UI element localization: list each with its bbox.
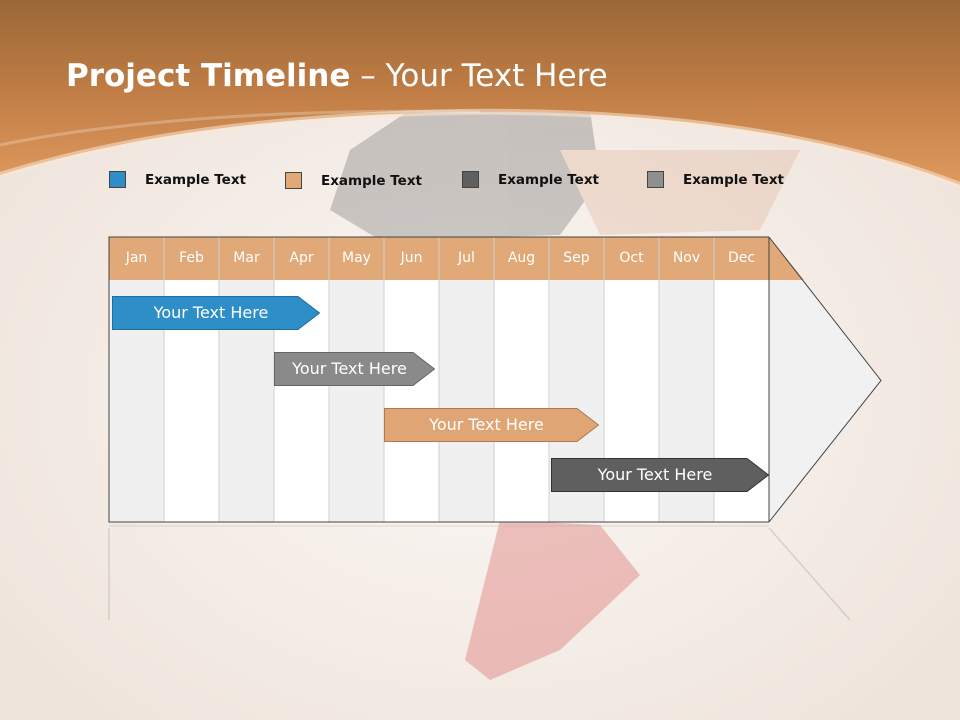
month-label-aug: Aug bbox=[507, 250, 536, 266]
timeline-bar: Your Text Here bbox=[274, 352, 435, 386]
month-column bbox=[494, 280, 549, 522]
month-column bbox=[329, 280, 384, 522]
bar-arrow-fill bbox=[274, 352, 435, 386]
slide-title: Project Timeline – Your Text Here bbox=[66, 58, 608, 95]
bar-arrow-shape bbox=[551, 458, 769, 492]
month-label-oct: Oct bbox=[619, 250, 644, 266]
timeline-bar: Your Text Here bbox=[551, 458, 769, 492]
legend-item: Example Text bbox=[109, 171, 246, 188]
month-column bbox=[439, 280, 494, 522]
legend-label: Example Text bbox=[683, 171, 784, 188]
reflection-line bbox=[768, 527, 851, 621]
legend-swatch-dark bbox=[462, 171, 479, 188]
bar-arrow-shape bbox=[384, 408, 599, 442]
timeline-bar: Your Text Here bbox=[384, 408, 599, 442]
month-column bbox=[384, 280, 439, 522]
month-label-sep: Sep bbox=[563, 250, 590, 266]
legend-swatch-tan bbox=[285, 172, 302, 189]
bar-label: Your Text Here bbox=[597, 465, 713, 484]
bar-arrow-shape bbox=[112, 296, 320, 330]
legend-label: Example Text bbox=[498, 171, 599, 188]
timeline-arrow-outline bbox=[768, 236, 882, 523]
legend-swatch-gray bbox=[647, 171, 664, 188]
bar-label: Your Text Here bbox=[153, 303, 269, 322]
month-label-jan: Jan bbox=[125, 250, 148, 266]
title-rest: – Your Text Here bbox=[350, 58, 608, 94]
bar-label: Your Text Here bbox=[292, 359, 407, 378]
month-label-dec: Dec bbox=[727, 250, 756, 266]
timeline-frame-outline bbox=[108, 236, 769, 523]
legend-label: Example Text bbox=[321, 172, 422, 189]
month-label-may: May bbox=[342, 250, 371, 266]
bar-arrow-shape bbox=[274, 352, 435, 386]
timeline-bar: Your Text Here bbox=[112, 296, 320, 330]
legend-swatch-blue bbox=[109, 171, 126, 188]
bar-arrow-fill bbox=[384, 408, 599, 442]
bar-arrow-fill bbox=[551, 458, 769, 492]
month-label-mar: Mar bbox=[233, 250, 260, 266]
legend-item: Example Text bbox=[462, 171, 599, 188]
title-bold: Project Timeline bbox=[66, 58, 351, 94]
bar-arrow-fill bbox=[112, 296, 320, 330]
legend-item: Example Text bbox=[285, 172, 422, 189]
month-label-nov: Nov bbox=[672, 250, 701, 266]
bar-label: Your Text Here bbox=[429, 415, 544, 434]
legend-label: Example Text bbox=[145, 171, 246, 188]
month-label-feb: Feb bbox=[179, 250, 204, 266]
month-label-jul: Jul bbox=[458, 250, 475, 266]
month-label-jun: Jun bbox=[400, 250, 423, 266]
month-label-apr: Apr bbox=[289, 250, 314, 266]
legend-item: Example Text bbox=[647, 171, 784, 188]
